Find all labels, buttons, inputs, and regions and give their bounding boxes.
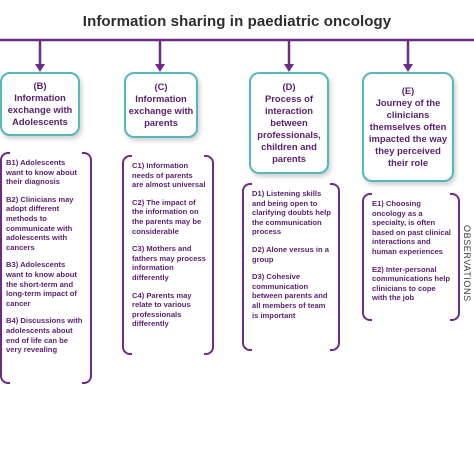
bracket-left	[0, 152, 10, 384]
heading-box-e: (E) Journey of the clinicians themselves…	[362, 72, 454, 182]
heading-box-c: (C) Information exchange with parents	[124, 72, 198, 138]
item-e2: E2) Inter-personal communications help c…	[372, 264, 451, 303]
heading-d-id: (D)	[282, 81, 296, 92]
heading-box-b: (B) Information exchange with Adolescent…	[0, 72, 80, 136]
bracket-right	[82, 152, 92, 384]
item-d2: D2) Alone versus in a group	[252, 244, 329, 264]
item-b1: B1) Adolescents want to know about their…	[6, 158, 77, 187]
item-e1: E1) Choosing oncology as a specialty, is…	[372, 199, 451, 256]
heading-box-d: (D) Process of interaction between profe…	[249, 72, 329, 174]
bracket-left	[122, 155, 132, 355]
diagram-title: Information sharing in paediatric oncolo…	[82, 13, 392, 30]
observations-label: OBSERVATIONS	[462, 225, 472, 302]
item-d3: D3) Cohesive communication between paren…	[252, 272, 328, 320]
items-box-c: C1) Information needs of parents are alm…	[122, 155, 214, 355]
item-b2: B2) Clinicians may adopt different metho…	[6, 194, 74, 252]
item-c3: C3) Mothers and fathers may process info…	[132, 244, 206, 282]
items-box-e: E1) Choosing oncology as a specialty, is…	[362, 193, 460, 321]
item-c4: C4) Parents may relate to various profes…	[132, 290, 192, 329]
bracket-right	[204, 155, 214, 355]
heading-c-id: (C)	[154, 81, 168, 92]
item-b3: B3) Adolescents want to know about the s…	[6, 260, 77, 308]
item-c1: C1) Information needs of parents are alm…	[132, 161, 206, 190]
heading-d-text: Process of interaction between professio…	[257, 93, 321, 164]
item-c2: C2) The impact of the information on the…	[132, 197, 202, 236]
heading-b-text: Information exchange with Adolescents	[7, 92, 73, 127]
items-box-b: B1) Adolescents want to know about their…	[0, 152, 92, 384]
heading-e-text: Journey of the clinicians themselves oft…	[368, 97, 448, 168]
bracket-left	[362, 193, 372, 321]
bracket-right	[450, 193, 460, 321]
heading-c-text: Information exchange with parents	[128, 93, 194, 128]
bracket-right	[330, 183, 340, 351]
item-d1: D1) Listening skills and being open to c…	[252, 189, 331, 237]
item-b4: B4) Discussions with adolescents about e…	[6, 316, 83, 355]
bracket-left	[242, 183, 252, 351]
heading-b-id: (B)	[33, 80, 47, 91]
items-box-d: D1) Listening skills and being open to c…	[242, 183, 340, 351]
heading-e-id: (E)	[401, 85, 415, 96]
